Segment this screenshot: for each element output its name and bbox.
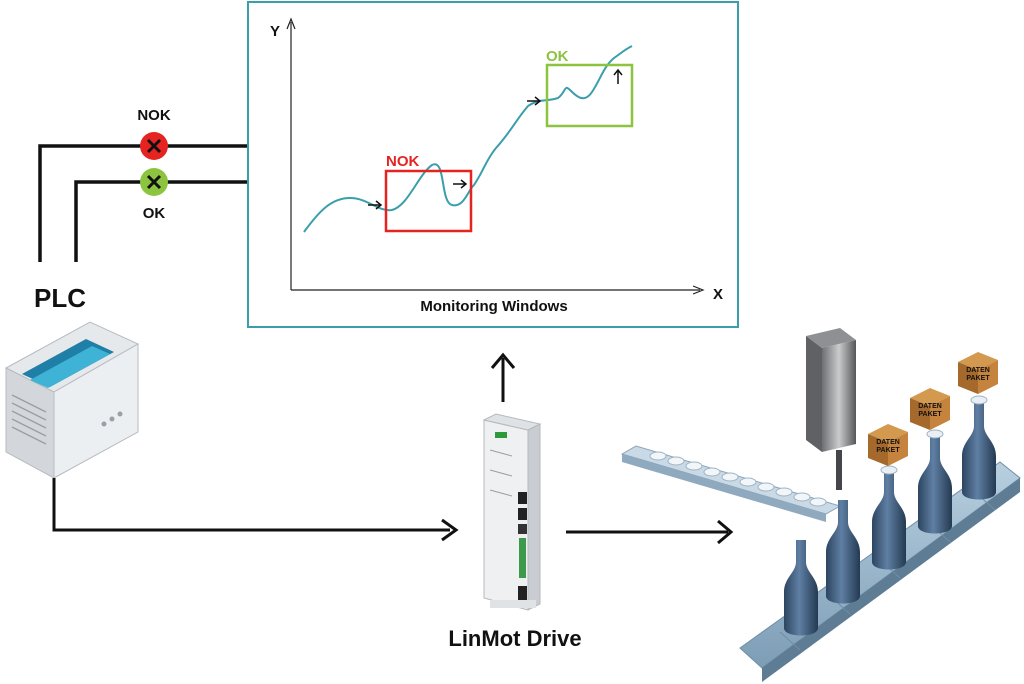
plc-to-drive-wire [52,478,450,532]
ok-window [545,63,634,128]
ok-label: OK [143,205,166,222]
bottle [784,540,818,636]
package-text-line1: DATEN [966,367,990,374]
monitor-axes [286,17,705,295]
package-text-line1: DATEN [876,439,900,446]
bottle [918,429,952,534]
package-text-line2: PAKET [918,411,942,418]
arrow-right-icon [527,96,542,106]
nok-window-label: NOK [386,153,420,170]
plc-device [4,321,140,479]
nok-signal-wire [38,144,248,262]
signal-curve [303,45,633,233]
arrow-up-icon [613,68,623,84]
nok-window [384,169,473,233]
data-package: DATEN PAKET [868,424,908,466]
ok-signal-wire [74,180,248,262]
monitor-title: Monitoring Windows [420,298,567,315]
bottle [872,465,906,570]
plc-label: PLC [34,283,86,313]
arrow-right-icon [717,519,734,545]
arrow-right-icon [368,200,383,210]
nok-label: NOK [137,107,171,124]
package-text-line1: DATEN [918,403,942,410]
monitoring-panel [247,1,739,328]
x-mark-icon [146,174,162,190]
arrow-right-icon [453,179,468,189]
ok-window-label: OK [546,48,569,65]
linmot-drive-device [482,413,542,611]
arrow-up-icon [490,352,516,402]
bottle [826,500,860,604]
drive-label: LinMot Drive [448,626,581,651]
nok-indicator: NOK [137,107,171,160]
x-mark-icon [146,138,162,154]
bottle [962,395,996,500]
y-axis-label: Y [270,23,280,40]
package-text-line2: PAKET [966,375,990,382]
linear-motor-actuator [806,328,856,490]
package-text-line2: PAKET [876,447,900,454]
production-line: DATEN PAKET DATEN PAKET DATEN PAKET [620,328,1021,682]
data-package: DATEN PAKET [910,388,950,430]
data-package: DATEN PAKET [958,352,998,394]
signal-wires [38,144,248,262]
arrow-right-icon [441,518,459,542]
x-axis-label: X [713,286,723,303]
ok-indicator: OK [140,168,168,222]
